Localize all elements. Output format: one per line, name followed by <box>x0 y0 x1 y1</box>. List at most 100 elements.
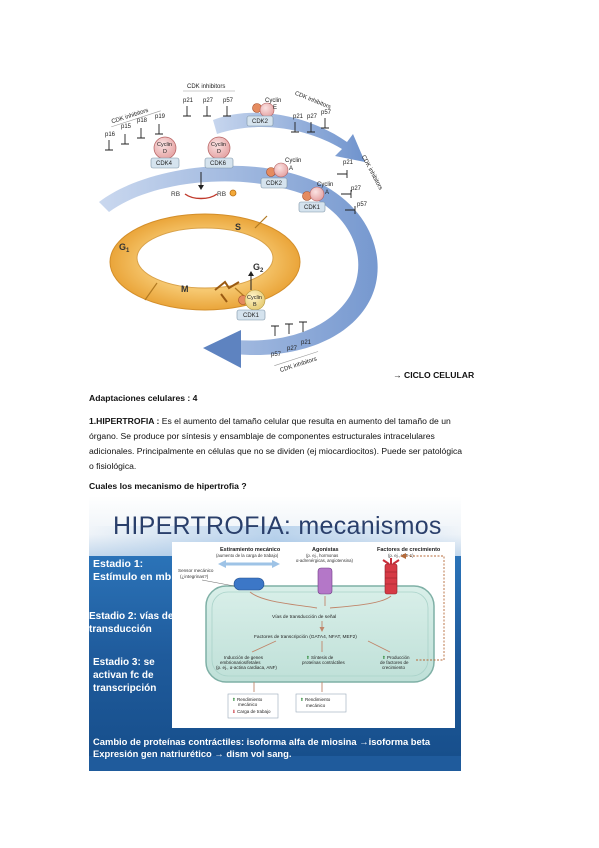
cdk2-top-box <box>246 115 274 127</box>
cdk1-mid-box <box>298 201 326 213</box>
svg-text:(¿integrinas?): (¿integrinas?) <box>180 574 209 579</box>
p16-label: p16 <box>105 132 116 138</box>
svg-text:(p. ej., α-actina cardiaca, AN: (p. ej., α-actina cardiaca, ANF) <box>216 665 277 670</box>
svg-text:B: B <box>253 302 257 308</box>
svg-text:p57: p57 <box>271 352 282 358</box>
svg-text:Cyclin: Cyclin <box>285 158 301 164</box>
growth-title: Factores de crecimiento <box>377 547 441 553</box>
signal-pathway-label: Vías de transducción de señal <box>272 614 336 620</box>
svg-text:Cyclin: Cyclin <box>157 142 172 148</box>
svg-text:Cyclin: Cyclin <box>247 295 262 301</box>
phase-m-label: M <box>181 284 189 294</box>
svg-text:Cyclin: Cyclin <box>211 142 226 148</box>
svg-text:p27: p27 <box>307 114 318 120</box>
phosphate-icon <box>229 189 237 197</box>
svg-text:p27: p27 <box>203 98 214 104</box>
slide-footer: Cambio de proteínas contráctiles: isofor… <box>93 736 431 759</box>
p15-label: p15 <box>121 124 132 130</box>
hipertrofia-title: 1.HIPERTROFIA : <box>89 416 160 426</box>
svg-text:A: A <box>289 166 293 172</box>
svg-text:E: E <box>273 105 277 111</box>
output-box-1 <box>227 693 279 719</box>
cdk-inhibitors-label-2: CDK inhibitors <box>187 84 225 90</box>
cdk2-mid-label: CDK2 <box>266 181 283 187</box>
cdk1-bottom-label: CDK1 <box>243 313 260 319</box>
svg-text:mecánico: mecánico <box>238 702 258 707</box>
svg-text:D: D <box>163 149 167 155</box>
mechanical-sensor-icon <box>233 577 265 591</box>
hypertrophy-diagram: Estiramiento mecánico (aumento de la car… <box>178 547 445 719</box>
growth-factor-receptor-icon <box>384 563 398 595</box>
svg-text:p27: p27 <box>351 186 362 192</box>
svg-text:p21: p21 <box>293 114 304 120</box>
svg-text:(p. ej., hormonas: (p. ej., hormonas <box>306 553 338 558</box>
feedback-loop <box>404 555 445 661</box>
svg-text:mecánico: mecánico <box>306 703 326 708</box>
cdk6-box <box>204 157 234 169</box>
arrow-top <box>213 112 365 162</box>
cell-cycle-diagram: S G1 G2 M RB RB CDK inhibitors p16 p15 p… <box>99 84 383 374</box>
phase-g2-label: G2 <box>253 262 264 274</box>
svg-text:⬇ Carga de trabajo: ⬇ Carga de trabajo <box>232 709 271 714</box>
hipertrofia-slide: HIPERTROFIA: mecanismos Estadio 1:Estímu… <box>89 496 461 771</box>
cdk6-label: CDK6 <box>210 161 227 167</box>
hipertrofia-paragraph: 1.HIPERTROFIA : Es el aumento del tamaño… <box>89 416 463 471</box>
agonists-title: Agonistas <box>312 547 339 553</box>
transcription-factors-label: Factores de transcripción (GATA4, NFAT, … <box>254 634 357 640</box>
cdk1-bottom-box <box>236 309 266 321</box>
svg-text:p21: p21 <box>183 98 194 104</box>
section-heading: Adaptaciones celulares : 4 <box>89 393 198 403</box>
cyclin-d-icon-2 <box>207 136 231 160</box>
cdk-inhibitors-label-5: CDK inhibitors <box>279 356 317 374</box>
svg-text:p57: p57 <box>357 202 368 208</box>
production-label: ⬆ Producción <box>382 655 410 660</box>
agonist-receptor-icon <box>317 567 333 595</box>
question-heading: Cuales los mecanismo de hipertrofia ? <box>89 481 247 491</box>
stretch-title: Estiramiento mecánico <box>220 547 281 553</box>
cyclin-d-icon-1 <box>153 136 177 160</box>
cdk2-top-label: CDK2 <box>252 119 269 125</box>
chromosome-icon <box>214 280 240 303</box>
output-box-2 <box>295 693 347 713</box>
cyclin-a-icon-2 <box>309 186 325 202</box>
svg-text:embrionarios/fetales: embrionarios/fetales <box>220 660 261 665</box>
synthesis-label: ⬆ Síntesis de <box>306 655 334 660</box>
svg-text:⬆ Rendimiento: ⬆ Rendimiento <box>232 697 263 702</box>
inhibitor-bars-left <box>105 124 163 151</box>
stage-1: Estadio 1:Estímulo en mb <box>93 558 172 583</box>
p19-label: p19 <box>155 114 166 120</box>
svg-text:p21: p21 <box>343 160 354 166</box>
svg-text:p57: p57 <box>223 98 234 104</box>
figure-caption: → CICLO CELULAR <box>393 370 475 380</box>
svg-text:⬆ Rendimiento: ⬆ Rendimiento <box>300 697 331 702</box>
cyclin-e-icon <box>259 102 275 118</box>
svg-text:p21: p21 <box>301 340 312 346</box>
svg-text:p27: p27 <box>287 346 298 352</box>
sensor-label: Sensor mecánico <box>178 568 214 573</box>
cdk-inhibitors-label-3: CDK inhibitors <box>294 91 332 111</box>
svg-text:D: D <box>217 149 221 155</box>
svg-text:p57: p57 <box>321 110 332 116</box>
arrow-head-bottom <box>203 330 241 368</box>
phase-g1-label: G1 <box>119 242 130 254</box>
svg-text:proteínas contráctiles: proteínas contráctiles <box>302 660 346 665</box>
cdk1-mid-label: CDK1 <box>304 205 321 211</box>
cdk4-label: CDK4 <box>156 161 173 167</box>
slide-title: HIPERTROFIA: mecanismos <box>113 512 442 540</box>
cdk-inhibitors-label-4: CDK inhibitors <box>360 154 383 191</box>
rb-left-label: RB <box>171 191 180 198</box>
svg-text:de factores de: de factores de <box>380 660 409 665</box>
induction-label: Inducción de genes <box>224 655 264 660</box>
svg-text:Cyclin: Cyclin <box>317 182 333 188</box>
cyclin-a-icon-1 <box>273 162 289 178</box>
rb-right-label: RB <box>217 191 226 198</box>
p18-label: p18 <box>137 118 148 124</box>
svg-text:A: A <box>325 190 329 196</box>
svg-text:(aumento de la carga de trabaj: (aumento de la carga de trabajo) <box>216 553 279 558</box>
cdk2-mid-box <box>260 177 288 189</box>
svg-text:Cyclin: Cyclin <box>265 98 281 104</box>
svg-text:crecimiento: crecimiento <box>382 665 406 670</box>
